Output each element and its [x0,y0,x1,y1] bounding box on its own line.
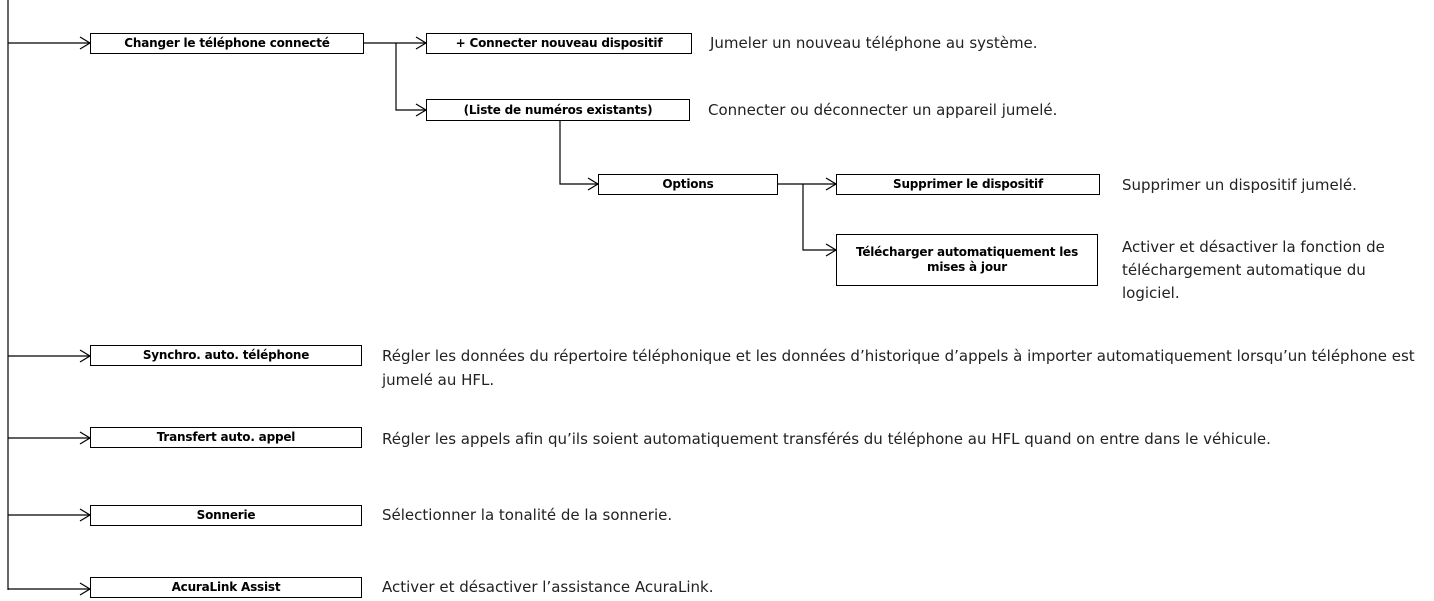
desc-transfert-auto-appel: Régler les appels afin qu’ils soient aut… [382,430,1271,448]
desc-liste-numeros-existants: Connecter ou déconnecter un appareil jum… [708,101,1058,119]
connector-options [559,121,598,185]
node-supprimer-dispositif: Supprimer le dispositif [836,174,1100,195]
node-liste-numeros-existants: (Liste de numéros existants) [426,99,690,121]
desc-sonnerie: Sélectionner la tonalité de la sonnerie. [382,506,673,524]
node-changer-telephone-connecte: Changer le téléphone connecté [90,33,364,54]
node-sonnerie: Sonnerie [90,505,362,526]
node-acuralink-assist: AcuraLink Assist [90,577,362,598]
connector-telecharger [802,184,836,251]
desc-acuralink-assist: Activer et désactiver l’assistance Acura… [382,578,714,596]
desc-supprimer-dispositif: Supprimer un dispositif jumelé. [1122,176,1357,194]
node-options: Options [598,174,778,195]
node-transfert-auto-appel: Transfert auto. appel [90,427,362,448]
desc-connecter-nouveau-dispositif: Jumeler un nouveau téléphone au système. [710,34,1038,52]
desc-synchro-auto-telephone: Régler les données du répertoire télépho… [382,347,1415,389]
node-telecharger-mises-a-jour: Télécharger automatiquement les mises à … [836,234,1098,286]
connector-liste-numeros [395,43,426,111]
desc-telecharger-mises-a-jour: Activer et désactiver la fonction de tél… [1122,238,1385,302]
node-synchro-auto-telephone: Synchro. auto. téléphone [90,345,362,366]
node-connecter-nouveau-dispositif: + Connecter nouveau dispositif [426,33,692,54]
